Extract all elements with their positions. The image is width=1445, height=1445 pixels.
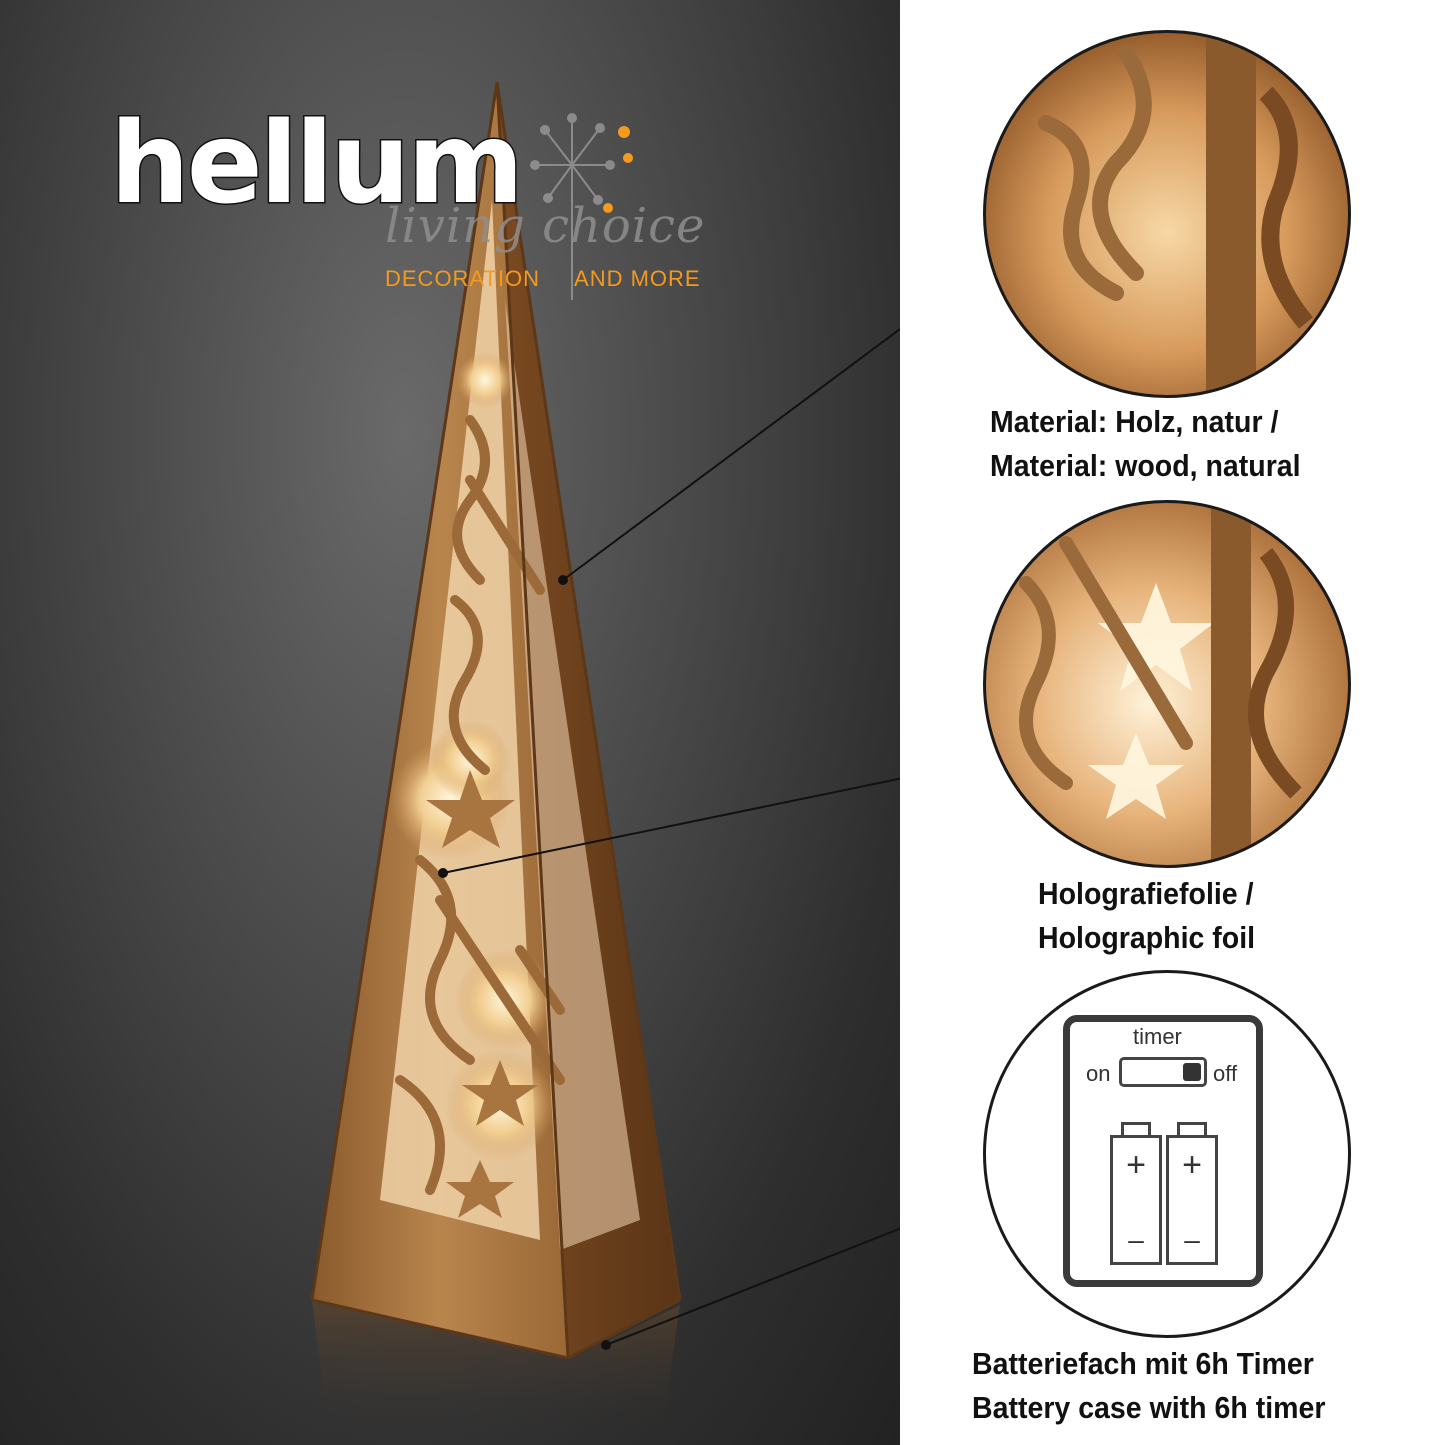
caption-line-en: Holographic foil xyxy=(1038,920,1256,955)
brand-tagline: DECORATION AND MORE xyxy=(385,266,735,292)
minus-icon: – xyxy=(1184,1224,1200,1255)
switch-on-label: on xyxy=(1086,1061,1111,1086)
brand-script: living choice xyxy=(385,198,706,254)
caption-line-de: Holografiefolie / xyxy=(1038,876,1254,911)
battery-cap-icon xyxy=(1177,1122,1207,1138)
wood-swirl-pattern xyxy=(1038,33,1313,395)
dandelion-logo-icon xyxy=(530,113,615,300)
brand-logo: hellum xyxy=(109,99,526,229)
timer-label: timer xyxy=(1133,1024,1182,1049)
tagline-left: DECORATION xyxy=(385,266,541,291)
caption-line-en: Material: wood, natural xyxy=(990,448,1301,483)
plus-icon: + xyxy=(1182,1146,1202,1184)
battery-cell-icon: + – xyxy=(1166,1135,1218,1265)
foil-caption: Holografiefolie / Holographic foil xyxy=(1038,872,1255,960)
battery-cap-icon xyxy=(1121,1122,1151,1138)
battery-caption: Batteriefach mit 6h Timer Battery case w… xyxy=(972,1342,1325,1430)
pyramid-lamp-image xyxy=(310,81,900,1445)
material-caption: Material: Holz, natur / Material: wood, … xyxy=(990,400,1301,488)
holographic-star-pattern xyxy=(1019,503,1302,865)
battery-cell-icon: + – xyxy=(1110,1135,1162,1265)
battery-case-icon xyxy=(1063,1015,1263,1287)
switch-knob xyxy=(1183,1063,1201,1081)
caption-line-en: Battery case with 6h timer xyxy=(972,1390,1326,1425)
minus-icon: – xyxy=(1128,1224,1144,1255)
foil-detail-closeup xyxy=(983,500,1351,868)
switch-off-label: off xyxy=(1213,1061,1238,1086)
caption-line-de: Material: Holz, natur / xyxy=(990,404,1279,439)
plus-icon: + xyxy=(1126,1146,1146,1184)
timer-switch-icon xyxy=(1119,1057,1207,1087)
wood-detail-closeup xyxy=(983,30,1351,398)
caption-line-de: Batteriefach mit 6h Timer xyxy=(972,1346,1314,1381)
tagline-right: AND MORE xyxy=(574,266,701,291)
